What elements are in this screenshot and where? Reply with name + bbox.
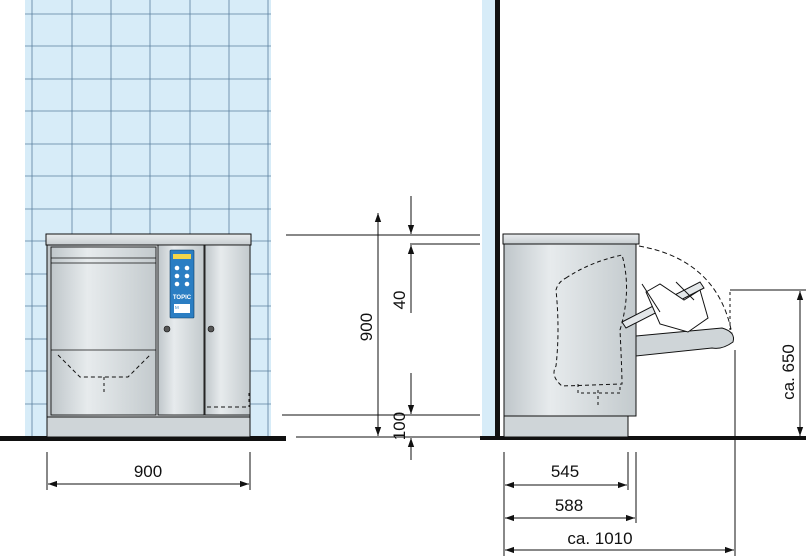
interior-outline-dashed [553,254,628,387]
door-lock [163,325,171,333]
dimension-depth-588: 588 [555,496,583,515]
control-button [174,265,180,271]
control-button [184,265,190,271]
wall-line [495,0,500,438]
side-plinth [503,415,629,438]
front-width-dimension [46,452,251,490]
dimension-door-height: ca. 650 [779,344,798,400]
front-view: TOPIC M [0,0,286,441]
height-dimension-lines [374,196,415,460]
door-height-dimension [730,289,806,438]
dish-basket [621,281,709,333]
control-button [184,281,190,287]
dishwasher-door [50,246,157,416]
floor-line-front [0,436,286,441]
depth-dimension-lines [503,350,736,556]
floor-line-side [480,436,806,440]
dimension-depth-545: 545 [551,462,579,481]
dimension-depth-1010: ca. 1010 [567,529,632,548]
panel-brand: TOPIC [173,295,192,301]
height-extension-lines [282,234,480,438]
door-lock [207,325,215,333]
open-door [635,327,734,357]
tank-outline-dashed [57,354,151,378]
dimension-top-height: 40 [390,291,409,310]
control-button [184,273,190,279]
control-button [174,281,180,287]
panel-sub-brand: M [175,305,179,310]
dimension-base-height: 100 [390,412,409,440]
front-worktop [45,233,252,246]
front-plinth [46,416,251,438]
control-button [174,273,180,279]
door-swing-arc [638,245,733,335]
wall-section [482,0,495,438]
dimension-cabinet-height: 900 [357,313,376,341]
dimension-front-width: 900 [134,462,162,481]
side-worktop [502,233,640,245]
side-body [503,243,637,417]
side-view [480,0,806,440]
